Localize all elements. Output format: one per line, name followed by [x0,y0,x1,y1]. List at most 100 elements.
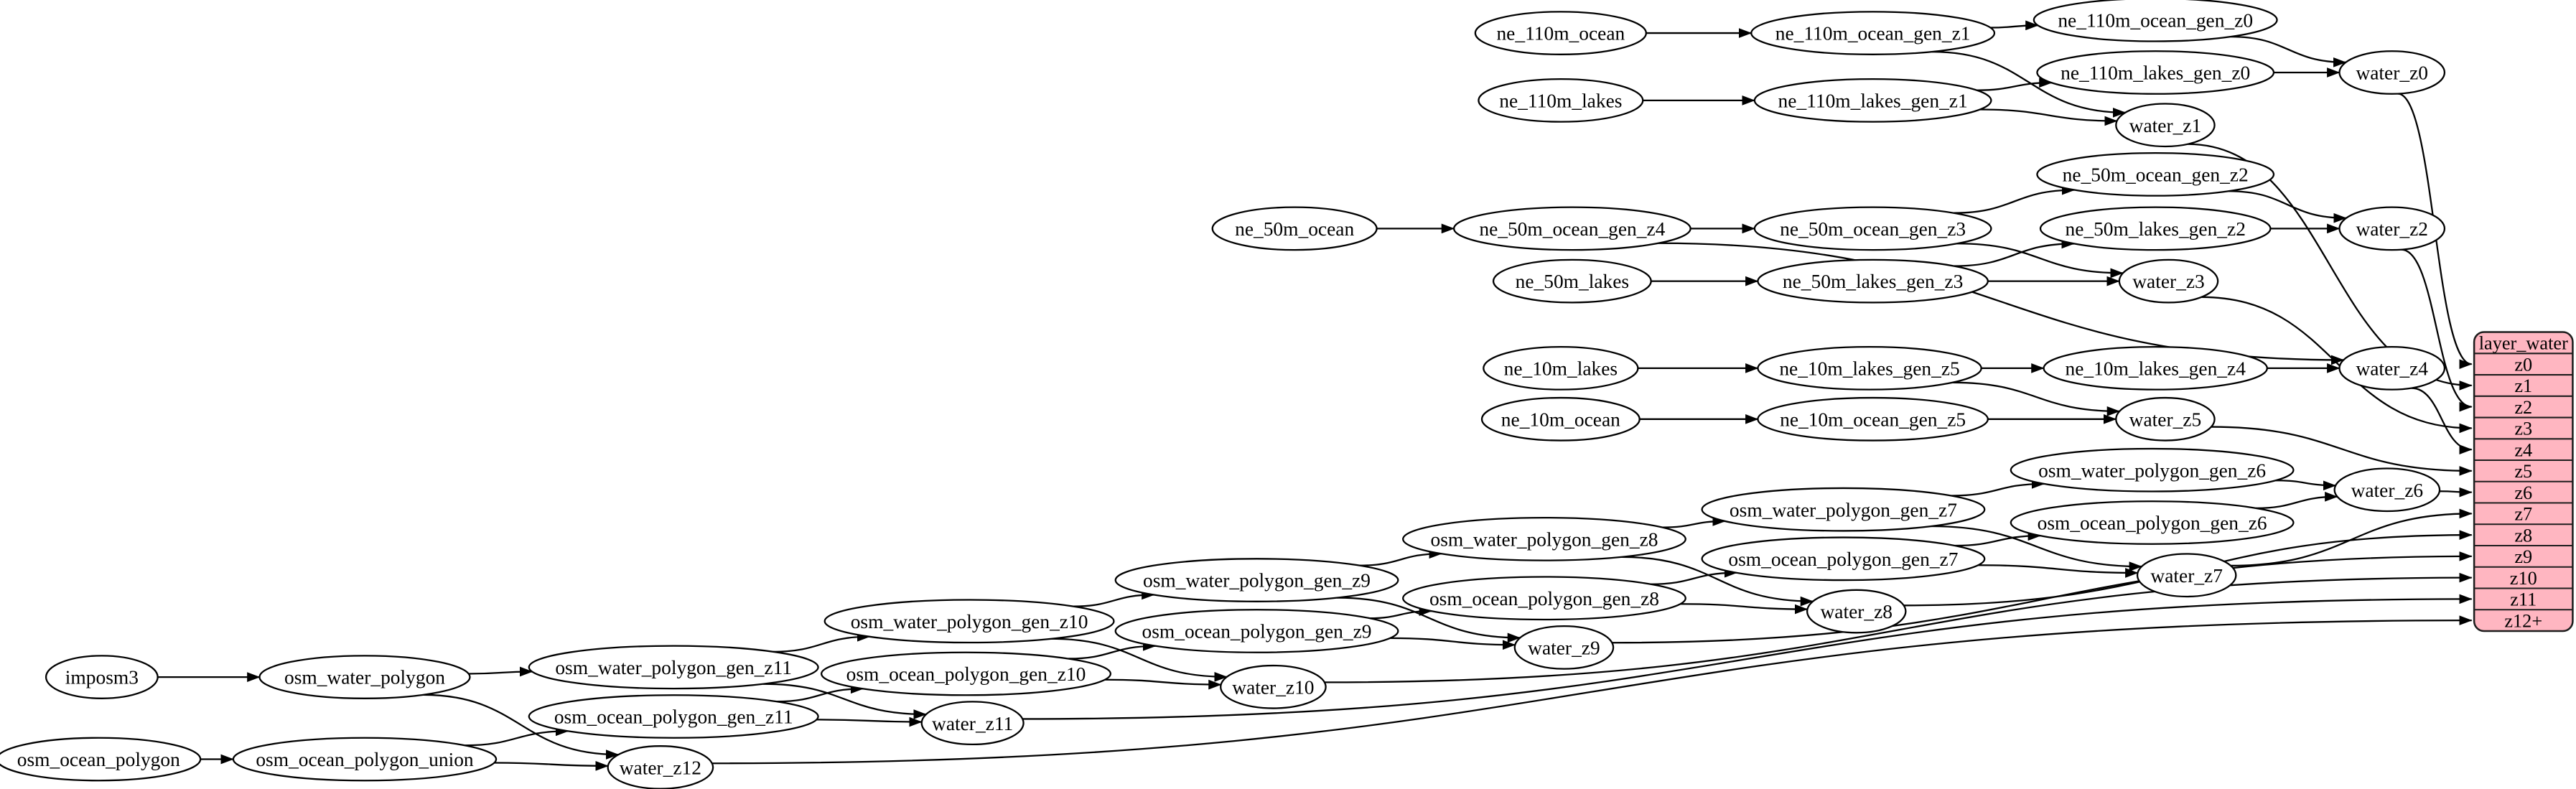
edge-osm_ocean_polygon_gen_z10-to-water_z10 [1104,678,1222,690]
node-osm_water_polygon_gen_z10: osm_water_polygon_gen_z10 [823,599,1115,644]
water_z7-label: water_z7 [2150,565,2223,587]
edge-water_z3-to-layer-water-z3 [2201,296,2473,434]
water_z10-ellipse [1220,664,1327,709]
edge-water_z12-to-layer-water-z12+ [711,615,2473,765]
osm_ocean_polygon_gen_z9-label: osm_ocean_polygon_gen_z9 [1142,621,1371,643]
node-water_z0: water_z0 [2338,50,2446,95]
edge-ne_110m_ocean_gen_z1-to-ne_110m_ocean_gen_z0 [1990,20,2039,31]
node-ne_50m_ocean: ne_50m_ocean [1211,206,1378,251]
node-ne_10m_lakes_gen_z4: ne_10m_lakes_gen_z4 [2043,345,2268,391]
ne_50m_ocean-label: ne_50m_ocean [1235,218,1354,240]
edge-osm_water_polygon_gen_z7-to-water_z7 [1931,525,2142,571]
water_z8-ellipse [1806,589,1907,634]
node-water_z9: water_z9 [1513,625,1615,670]
node-water_z12: water_z12 [607,745,714,789]
node-ne_50m_lakes: ne_50m_lakes [1492,258,1652,304]
ne_50m_ocean_gen_z3-ellipse [1753,206,1992,251]
edge-ne_110m_lakes_gen_z1-to-water_z1 [1979,108,2118,126]
node-ne_50m_lakes_gen_z2: ne_50m_lakes_gen_z2 [2039,206,2272,251]
node-osm_water_polygon_gen_z7: osm_water_polygon_gen_z7 [1701,487,1986,532]
ne_110m_lakes_gen_z0-label: ne_110m_lakes_gen_z0 [2061,62,2250,84]
water_z5-ellipse [2115,396,2216,442]
ne_50m_lakes_gen_z3-label: ne_50m_lakes_gen_z3 [1783,271,1963,292]
node-ne_10m_lakes: ne_10m_lakes [1483,345,1639,391]
osm_ocean_polygon_gen_z10-ellipse [820,651,1112,696]
ne_50m_lakes-label: ne_50m_lakes [1516,271,1630,292]
osm_ocean_polygon_gen_z6-label: osm_ocean_polygon_gen_z6 [2038,513,2267,534]
osm_ocean_polygon_union-label: osm_ocean_polygon_union [256,749,474,770]
water_z3-ellipse [2118,258,2219,304]
edge-osm_water_polygon_gen_z9-to-osm_water_polygon_gen_z8 [1359,548,1442,566]
table-layer-water: layer_waterz0z1z2z3z4z5z6z7z8z9z10z11z12… [2473,331,2574,632]
ne_50m_ocean_gen_z2-label: ne_50m_ocean_gen_z2 [2063,164,2249,185]
osm_water_polygon_gen_z6-label: osm_water_polygon_gen_z6 [2038,459,2266,481]
water_z2-ellipse [2338,206,2446,251]
osm_water_polygon_gen_z10-label: osm_water_polygon_gen_z10 [851,611,1088,632]
osm_ocean_polygon_union-ellipse [232,737,498,782]
ne_50m_lakes_gen_z2-ellipse [2039,206,2272,251]
osm_water_polygon_gen_z7-ellipse [1701,487,1986,532]
ne_10m_ocean-label: ne_10m_ocean [1501,408,1620,430]
edge-osm_water_polygon_gen_z11-to-osm_water_polygon_gen_z10 [773,631,871,653]
edge-water_z10-to-layer-water-z10 [1324,572,2473,683]
osm_ocean_polygon_gen_z11-label: osm_ocean_polygon_gen_z11 [554,706,793,728]
water_z1-ellipse [2115,103,2216,148]
imposm3-label: imposm3 [65,667,139,688]
edge-osm_ocean_polygon_gen_z7-to-water_z7 [1978,564,2139,578]
osm_ocean_polygon-label: osm_ocean_polygon [17,749,180,770]
edge-osm_water_polygon_gen_z10-to-osm_water_polygon_gen_z9 [1073,589,1155,607]
ne_10m_lakes_gen_z4-label: ne_10m_lakes_gen_z4 [2065,358,2246,379]
node-water_z4: water_z4 [2338,345,2446,391]
ne_10m_lakes_gen_z4-ellipse [2043,345,2268,391]
osm_water_polygon_gen_z9-ellipse [1114,558,1399,602]
node-osm_ocean_polygon_gen_z10: osm_ocean_polygon_gen_z10 [820,651,1112,696]
edge-osm_ocean_polygon_gen_z10-to-osm_ocean_polygon_gen_z9 [1068,640,1157,660]
edge-ne_110m_lakes_gen_z1-to-ne_110m_lakes_gen_z0 [1977,78,2053,91]
layer-water-row-z2: z2 [2514,397,2532,418]
node-water_z2: water_z2 [2338,206,2446,251]
ne_50m_lakes-ellipse [1492,258,1652,304]
ne_110m_lakes_gen_z1-ellipse [1753,78,1992,123]
ne_110m_lakes_gen_z0-ellipse [2036,50,2275,95]
edge-ne_10m_lakes_gen_z5-to-water_z5 [1952,381,2121,416]
osm_ocean_polygon_gen_z7-ellipse [1701,536,1986,582]
osm_ocean_polygon_gen_z7-label: osm_ocean_polygon_gen_z7 [1728,548,1958,570]
node-osm_water_polygon_gen_z6: osm_water_polygon_gen_z6 [2010,447,2295,492]
edge-osm_ocean_polygon_gen_z9-to-water_z9 [1390,637,1516,650]
edge-osm_ocean_polygon_union-to-water_z12 [494,761,609,771]
osm_ocean_polygon_gen_z6-ellipse [2010,500,2295,545]
osm_water_polygon_gen_z11-label: osm_water_polygon_gen_z11 [555,657,792,678]
node-water_z8: water_z8 [1806,589,1907,634]
edge-osm_water_polygon_gen_z6-to-water_z6 [2275,480,2337,491]
node-ne_110m_ocean_gen_z0: ne_110m_ocean_gen_z0 [2033,0,2278,42]
osm_water_polygon-label: osm_water_polygon [284,667,445,688]
water_z4-label: water_z4 [2356,358,2428,379]
ne_10m_lakes-label: ne_10m_lakes [1504,358,1618,379]
ne_10m_lakes-ellipse [1483,345,1639,391]
node-osm_water_polygon: osm_water_polygon [258,655,471,699]
water_z11-label: water_z11 [932,713,1013,734]
imposm3-ellipse [45,655,159,699]
edge-osm_water_polygon_gen_z7-to-osm_water_polygon_gen_z6 [1951,479,2045,497]
edge-water_z5-to-layer-water-z5 [2211,426,2473,476]
node-ne_50m_ocean_gen_z4: ne_50m_ocean_gen_z4 [1452,206,1691,251]
node-ne_110m_lakes: ne_110m_lakes [1478,78,1644,123]
ne_110m_ocean_gen_z0-label: ne_110m_ocean_gen_z0 [2058,9,2253,31]
node-osm_ocean_polygon_gen_z8: osm_ocean_polygon_gen_z8 [1402,576,1686,621]
node-water_z5: water_z5 [2115,396,2216,442]
layer-water-row-z5: z5 [2514,461,2532,482]
osm_ocean_polygon_gen_z8-label: osm_ocean_polygon_gen_z8 [1429,588,1659,610]
osm_water_polygon_gen_z8-ellipse [1402,516,1686,561]
node-ne_50m_ocean_gen_z2: ne_50m_ocean_gen_z2 [2036,151,2275,197]
water_z8-label: water_z8 [1820,601,1893,622]
osm_water_polygon_gen_z8-label: osm_water_polygon_gen_z8 [1430,528,1658,550]
edge-osm_ocean_polygon_gen_z11-to-osm_ocean_polygon_gen_z10 [776,683,864,703]
osm_water_polygon_gen_z10-ellipse [823,599,1115,644]
water_z5-label: water_z5 [2129,408,2202,430]
ne_110m_ocean_gen_z1-label: ne_110m_ocean_gen_z1 [1775,23,1971,45]
water_z9-label: water_z9 [1528,638,1600,659]
ne_50m_lakes_gen_z3-ellipse [1757,258,1989,304]
edge-osm_water_polygon_gen_z11-to-water_z11 [763,683,927,719]
edge-ne_50m_ocean_gen_z3-to-water_z3 [1957,243,2124,279]
